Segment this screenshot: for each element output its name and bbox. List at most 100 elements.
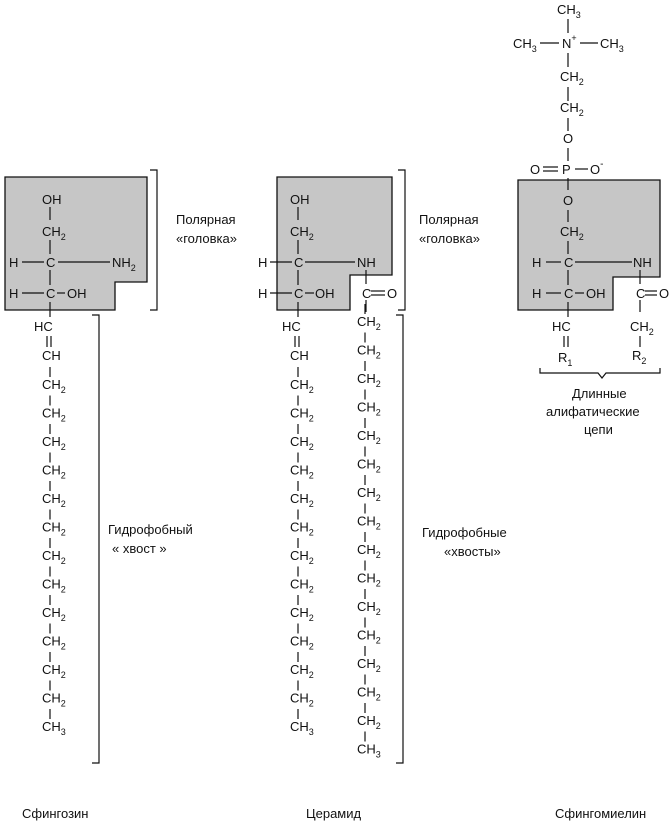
sphingomyelin-h-1: H [532,255,541,270]
ceramide-hc: HC [282,319,301,334]
sphingosine-structure: OH CH2 H C NH2 H C OH HC CH CH2CH2CH2CH2… [4,176,148,737]
ceramide-chain1-ch2: CH2 [290,406,314,424]
sphingosine-polar-label-1: Полярная [176,212,236,227]
sphingosine-h-2: H [9,286,18,301]
sphingosine-name: Сфингозин [22,806,88,821]
sphingosine-chain-ch2: CH2 [42,377,66,395]
sphingosine-oh: OH [67,286,87,301]
sphingosine-tail-label-2: « хвост » [112,541,167,556]
sphingosine-chain-ch2: CH2 [42,577,66,595]
ceramide-chain2-ch2: CH2 [357,628,381,646]
ceramide-chain1-ch2: CH2 [290,691,314,709]
sphingosine-polar-head-box [4,176,148,311]
ceramide-polar-label-1: Полярная [419,212,479,227]
sphingosine-tail-bracket [92,314,100,764]
sphingosine-chain-ch2: CH2 [42,634,66,652]
sphingomyelin-polar-head-box [517,179,661,311]
ceramide-chain2-ch2: CH2 [357,371,381,389]
sphingomyelin-ch3-left: CH3 [513,36,537,54]
ceramide-chain1-ch2: CH2 [290,463,314,481]
ceramide-chain2-ch3: CH3 [357,742,381,760]
ceramide-chain2-ch2: CH2 [357,514,381,532]
ceramide-structure: OH CH2 H C NH H C OH C O HC CH CH2CH2CH2… [258,176,397,760]
sphingomyelin-r2: R2 [632,348,646,366]
ceramide-chain2-ch2: CH2 [357,485,381,503]
ceramide-chain2-ch2: CH2 [357,656,381,674]
ceramide-chain2-ch2: CH2 [357,314,381,332]
ceramide-chain1-ch3: CH3 [290,719,314,737]
sphingomyelin-r1: R1 [558,350,572,368]
ceramide-chain1-ch2: CH2 [290,605,314,623]
ceramide-chain2-ch2: CH2 [357,457,381,475]
ceramide-chain2-ch2: CH2 [357,542,381,560]
ceramide-head-bracket [398,169,406,311]
ceramide-oh-top: OH [290,192,310,207]
sphingomyelin-choline-ch2-2: CH2 [560,100,584,118]
sphingosine-chain-ch2: CH2 [42,548,66,566]
ceramide-ch2-head: CH2 [290,224,314,242]
ceramide-chain2-ch2: CH2 [357,428,381,446]
sphingomyelin-carbonyl-c: C [636,286,645,301]
sphingomyelin-ester-o-2: O [563,193,573,208]
sphingomyelin-chains-label-1: Длинные [572,386,627,401]
sphingosine-h-1: H [9,255,18,270]
sphingomyelin-phosphate-o-double: O [530,162,540,177]
ceramide-tail-label-2: «хвосты» [444,544,501,559]
sphingosine-chain-ch3: CH3 [42,719,66,737]
ceramide-chain1-ch2: CH2 [290,491,314,509]
ceramide-chain1-ch2: CH2 [290,634,314,652]
sphingomyelin-phosphorus: P [562,162,571,177]
sphingosine-tail-label-1: Гидрофобный [108,522,193,537]
ceramide-h-2: H [258,286,267,301]
sphingomyelin-ch3-right: CH3 [600,36,624,54]
ceramide-carbonyl-c: C [362,286,371,301]
sphingomyelin-nh: NH [633,255,652,270]
sphingosine-chain-ch2: CH2 [42,605,66,623]
ceramide-nh: NH [357,255,376,270]
ceramide-c-2: C [294,286,303,301]
ceramide-chain1-ch2: CH2 [290,662,314,680]
sphingomyelin-structure: CH3 CH3 N+ CH3 CH2 CH2 O O P O- O CH2 [513,2,669,437]
sphingosine-c-2: C [46,286,55,301]
sphingomyelin-chains-label-2: алифатические [546,404,640,419]
sphingosine-ch2-head: CH2 [42,224,66,242]
sphingosine-ch: CH [42,348,61,363]
sphingomyelin-n-plus: N+ [562,33,577,51]
sphingomyelin-ester-o-1: O [563,131,573,146]
ceramide-chain1-ch2: CH2 [290,577,314,595]
ceramide-chain2-ch2: CH2 [357,685,381,703]
sphingomyelin-c-1: C [564,255,573,270]
sphingomyelin-chains-brace [539,368,661,379]
sphingosine-polar-label-2: «головка» [176,231,237,246]
sphingomyelin-chains-label-3: цепи [584,422,613,437]
ceramide-tail-label-1: Гидрофобные [422,525,507,540]
sphingosine-chain-ch2: CH2 [42,434,66,452]
ceramide-chain2-ch2: CH2 [357,571,381,589]
sphingosine-oh-top: OH [42,192,62,207]
ceramide-c-1: C [294,255,303,270]
ceramide-chain2-ch2: CH2 [357,400,381,418]
sphingomyelin-ch2-head: CH2 [560,224,584,242]
sphingomyelin-oh: OH [586,286,606,301]
ceramide-chain2-ch2: CH2 [357,343,381,361]
ceramide-fatty-acid-chain: CH2CH2CH2CH2CH2CH2CH2CH2CH2CH2CH2CH2CH2C… [357,304,381,760]
sphingosine-chain-ch2: CH2 [42,520,66,538]
sphingosine-chain-ch2: CH2 [42,463,66,481]
ceramide-h-1: H [258,255,267,270]
ceramide-chain1-ch2: CH2 [290,520,314,538]
ceramide-chain1-ch2: CH2 [290,434,314,452]
ceramide-chain1-ch2: CH2 [290,548,314,566]
sphingomyelin-name: Сфингомиелин [555,806,646,821]
sphingomyelin-hc: HC [552,319,571,334]
ceramide-ch: CH [290,348,309,363]
ceramide-carbonyl-o: O [387,286,397,301]
sphingosine-chain-ch2: CH2 [42,691,66,709]
ceramide-chain1-ch2: CH2 [290,377,314,395]
ceramide-chain2-ch2: CH2 [357,713,381,731]
sphingosine-head-bracket [150,169,158,311]
sphingomyelin-ch2-acyl: CH2 [630,319,654,337]
sphingomyelin-h-2: H [532,286,541,301]
ceramide-tail-bracket [396,314,404,764]
